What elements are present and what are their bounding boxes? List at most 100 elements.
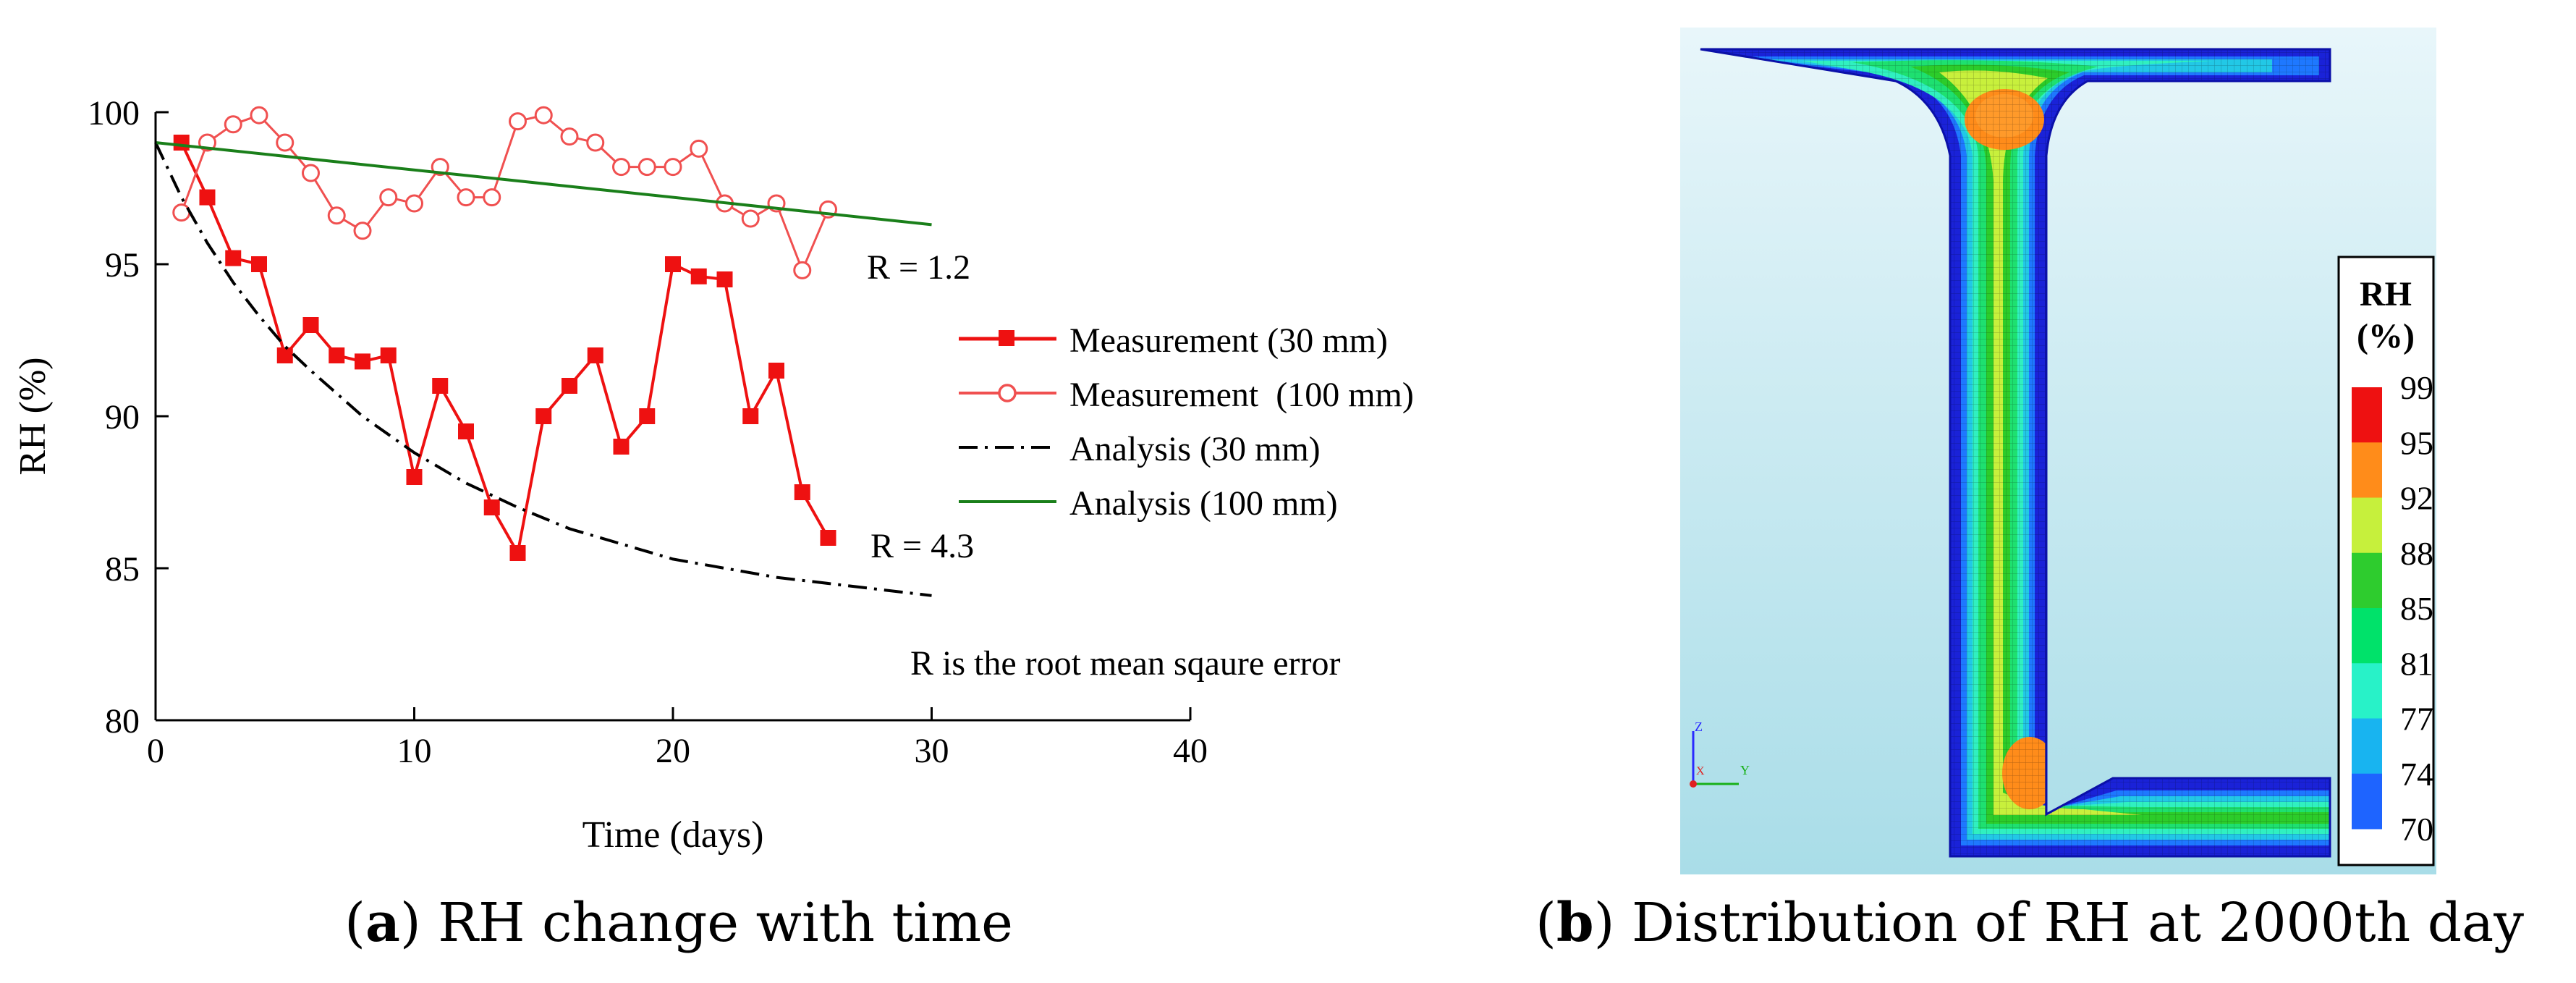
series-0-point-12 (483, 499, 500, 515)
legend-marker-meas-100 (998, 384, 1017, 402)
series-1-point-15 (560, 127, 579, 146)
annotation-r-30: R = 4.3 (870, 527, 974, 565)
x-tick-label-20: 20 (656, 732, 690, 770)
colorbar-swatch-2 (2352, 497, 2382, 554)
series-1-point-0 (172, 203, 191, 222)
series-0-point-18 (639, 408, 656, 424)
series-0-point-1 (199, 189, 216, 206)
colorbar-swatch-0 (2352, 387, 2382, 443)
colorbar-label-92: 92 (2400, 480, 2433, 517)
series-0-point-25 (820, 530, 836, 546)
series-0-point-11 (458, 423, 474, 439)
series-1-point-2 (224, 115, 242, 134)
y-tick-label-85: 85 (105, 550, 140, 588)
series-0-point-8 (380, 347, 397, 363)
series-1-point-17 (612, 158, 630, 177)
triad-y-label: Y (1740, 763, 1750, 777)
y-tick-label-95: 95 (105, 246, 140, 284)
series-1-point-22 (741, 209, 760, 228)
legend-marker-meas-30 (999, 330, 1014, 346)
series-1-point-4 (276, 133, 295, 152)
colorbar-title-line1: RH (2360, 275, 2412, 313)
series-0-point-19 (665, 256, 681, 272)
triad-origin (1690, 780, 1697, 788)
girder-cross-section (1700, 48, 2331, 858)
colorbar-label-88: 88 (2400, 535, 2433, 572)
caption-b: (b) Distribution of RH at 2000th day (1535, 892, 2524, 954)
series-line-3 (155, 141, 932, 227)
colorbar-swatch-6 (2352, 718, 2382, 775)
colorbar-label-77: 77 (2400, 701, 2433, 738)
annotation-rmse-note: R is the root mean sqaure error (910, 644, 1340, 683)
colorbar-swatch-7 (2352, 773, 2382, 830)
caption-b-text: Distribution of RH at 2000th day (1614, 892, 2524, 954)
triad-z-label: Z (1695, 720, 1703, 734)
series-0-point-10 (432, 378, 449, 394)
series-0-point-20 (690, 268, 707, 284)
colorbar-swatch-5 (2352, 663, 2382, 719)
x-tick-label-40: 40 (1173, 732, 1208, 770)
x-axis-label: Time (days) (582, 814, 764, 856)
series-0-point-2 (225, 250, 242, 266)
x-tick-label-0: 0 (147, 732, 164, 770)
series-0-point-6 (329, 347, 345, 363)
series-1-point-24 (793, 261, 812, 279)
series-0-point-22 (742, 408, 759, 424)
series-0-point-13 (509, 545, 526, 561)
colorbar-label-95: 95 (2400, 424, 2433, 461)
series-1-point-20 (690, 139, 708, 158)
series-0-point-7 (355, 353, 370, 370)
axis-triad: Z X Y (1690, 720, 1750, 788)
series-0-point-5 (302, 317, 319, 333)
x-tick-label-30: 30 (915, 732, 949, 770)
fem-background (1680, 28, 2436, 874)
series-1-point-19 (664, 158, 682, 177)
series-0-point-4 (276, 347, 293, 363)
caption-a: (a) RH change with time (344, 892, 1013, 954)
series-1-point-7 (353, 222, 372, 240)
plot-area (156, 112, 1190, 720)
series-0-point-17 (613, 439, 630, 455)
series-1-point-5 (302, 164, 320, 182)
caption-b-letter: b (1556, 892, 1594, 954)
series-1-point-16 (586, 133, 605, 152)
caption-a-text: RH change with time (421, 892, 1013, 954)
colorbar-swatch-1 (2352, 442, 2382, 498)
series-0-point-9 (406, 469, 423, 485)
series-1-point-11 (457, 188, 475, 207)
series-1-point-14 (534, 106, 553, 125)
legend: Measurement (30 mm) Measurement (100 mm)… (959, 321, 1414, 523)
caption-a-letter: a (365, 892, 400, 954)
colorbar-title-line2: (%) (2357, 317, 2415, 355)
colorbar-label-74: 74 (2400, 756, 2433, 793)
series-0-point-16 (587, 347, 603, 363)
y-tick-label-90: 90 (105, 398, 140, 436)
series-1-point-3 (250, 106, 268, 125)
y-axis-label: RH (%) (12, 357, 54, 475)
legend-label-ana-30: Analysis (30 mm) (1069, 430, 1321, 468)
series-1-point-9 (405, 194, 423, 213)
series-0-point-14 (535, 408, 552, 424)
series-0-point-15 (562, 378, 577, 394)
triad-x-label: X (1696, 765, 1705, 777)
legend-label-meas-100: Measurement (100 mm) (1069, 376, 1414, 414)
series-0-point-24 (794, 484, 810, 500)
y-tick-label-100: 100 (88, 94, 140, 132)
series-1-point-12 (483, 188, 501, 207)
colorbar-swatch-4 (2352, 608, 2382, 664)
colorbar-label-85: 85 (2400, 590, 2433, 627)
series-0-point-0 (173, 135, 190, 151)
series-1-point-18 (637, 158, 656, 177)
series-0-point-3 (251, 256, 267, 272)
y-tick-label-80: 80 (105, 702, 140, 741)
colorbar-label-99: 99 (2400, 369, 2433, 406)
legend-label-meas-30: Measurement (30 mm) (1069, 321, 1388, 360)
series-0-point-23 (768, 363, 784, 379)
annotation-r-100: R = 1.2 (867, 248, 970, 287)
colorbar-label-81: 81 (2400, 645, 2433, 682)
series-0-point-21 (716, 271, 733, 287)
legend-label-ana-100: Analysis (100 mm) (1069, 484, 1338, 523)
